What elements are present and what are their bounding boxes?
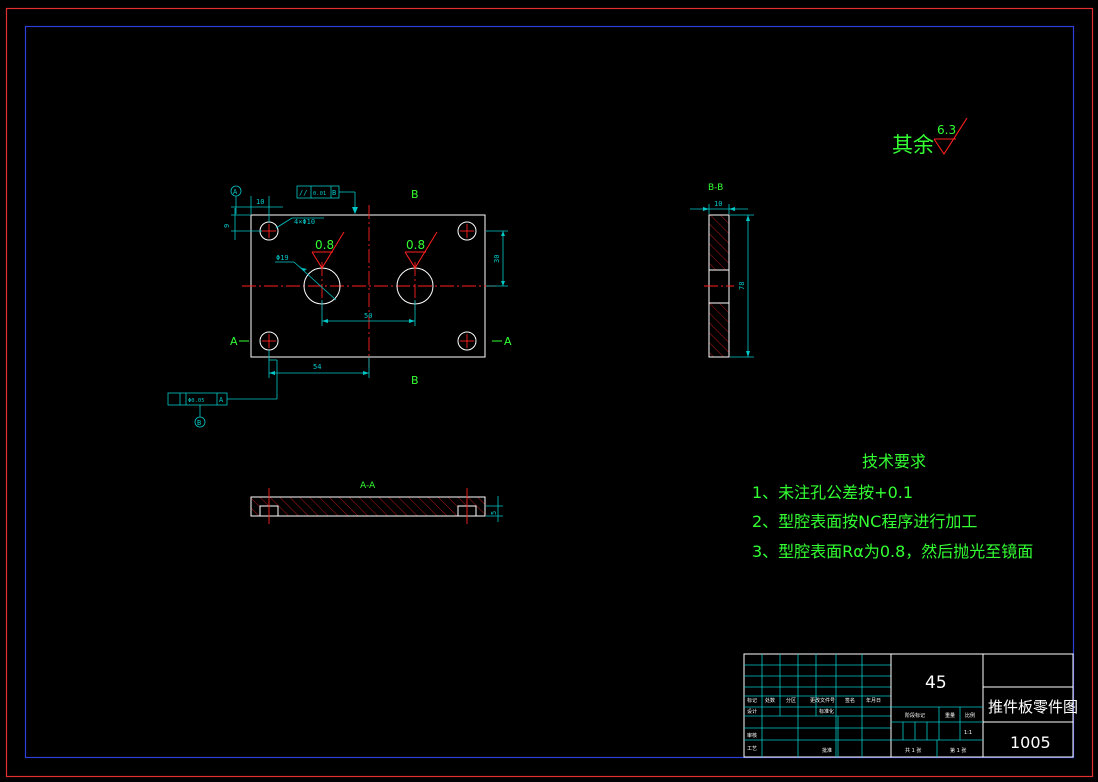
dim-50-label: 50	[364, 312, 372, 320]
title-block: 标记 处数 分区 更改文件号 签名 年月日 设计 标准化 审核 工艺 批准 阶段…	[743, 653, 1078, 758]
dia-19-label: Φ19	[276, 254, 289, 262]
bb-dim-78-label: 78	[738, 282, 746, 290]
flatness-frame: // 0.01 B	[296, 185, 358, 214]
tech-req-title: 技术要求	[862, 452, 926, 471]
tech-req-item-2: 2、型腔表面按NC程序进行加工	[752, 512, 977, 531]
svg-text:设计: 设计	[747, 708, 757, 715]
svg-text:B: B	[197, 419, 201, 427]
svg-text:标准化: 标准化	[819, 708, 834, 715]
svg-text:分区: 分区	[786, 697, 796, 704]
finish-right-label: 0.8	[406, 238, 425, 252]
datum-a-marker	[230, 185, 242, 197]
tech-req-item-1: 1、未注孔公差按+0.1	[752, 483, 913, 502]
section-aa-title: A-A	[360, 481, 376, 491]
part-name: 推件板零件图	[988, 698, 1078, 716]
svg-text://: //	[299, 189, 307, 197]
dim-54-label: 54	[313, 363, 321, 371]
position-frame: Φ0.05 A B	[167, 359, 278, 428]
svg-text:A: A	[233, 188, 238, 196]
section-b-bottom: B	[411, 374, 419, 387]
finish-left-label: 0.8	[315, 238, 334, 252]
inner-frame	[24, 25, 1075, 759]
drawing-number: 1005	[1010, 733, 1051, 752]
aa-dim-5-label: 5	[490, 511, 498, 515]
svg-text:工艺: 工艺	[747, 746, 757, 752]
dim-9-label: 9	[223, 224, 231, 228]
svg-text:共 1 张: 共 1 张	[905, 747, 921, 754]
tech-req-item-3: 3、型腔表面Rα为0.8，然后抛光至镜面	[752, 542, 1033, 561]
dim-30-label: 30	[493, 255, 501, 263]
section-bb-title: B-B	[708, 183, 723, 193]
corner-hole	[457, 221, 477, 241]
svg-text:年月日: 年月日	[866, 697, 881, 704]
material-value: 45	[925, 673, 947, 693]
svg-text:比例: 比例	[965, 712, 975, 719]
surface-finish-other-text: 其余	[892, 133, 934, 157]
bb-dim-10-label: 10	[714, 200, 722, 208]
svg-text:Φ0.05: Φ0.05	[188, 398, 205, 404]
front-view: 0.8 0.8 Φ19 4×Φ10 10 A 9 //	[167, 185, 512, 428]
section-a-right: A	[504, 335, 512, 348]
svg-text:第 1 张: 第 1 张	[950, 747, 966, 754]
surface-finish-note: 其余 6.3	[892, 117, 968, 157]
section-a-left: A	[230, 335, 238, 348]
technical-requirements: 技术要求 1、未注孔公差按+0.1 2、型腔表面按NC程序进行加工 3、型腔表面…	[752, 452, 1033, 561]
svg-text:重量: 重量	[945, 712, 955, 719]
roughness-symbol-icon	[933, 117, 968, 156]
dim-10-label: 10	[256, 198, 264, 206]
svg-text:审核: 审核	[747, 732, 757, 739]
datum-b-marker	[194, 416, 206, 428]
svg-text:A: A	[219, 396, 224, 404]
section-bb-view: B-B 10 78	[690, 183, 754, 358]
svg-text:签名: 签名	[845, 697, 855, 704]
section-b-top: B	[411, 188, 419, 201]
svg-text:处数: 处数	[765, 697, 775, 704]
scale-value: 1:1	[964, 730, 972, 736]
svg-text:阶段标记: 阶段标记	[905, 712, 925, 719]
svg-text:B: B	[332, 189, 336, 197]
svg-text:标记: 标记	[747, 697, 757, 704]
svg-text:0.01: 0.01	[313, 191, 326, 197]
svg-text:批准: 批准	[822, 747, 832, 754]
corner-hole	[457, 331, 477, 351]
hole-note-label: 4×Φ10	[294, 218, 315, 226]
outer-frame	[5, 7, 1094, 778]
svg-text:更改文件号: 更改文件号	[810, 697, 835, 704]
section-aa-view: A-A 5	[250, 481, 503, 524]
surface-finish-value: 6.3	[937, 123, 956, 137]
